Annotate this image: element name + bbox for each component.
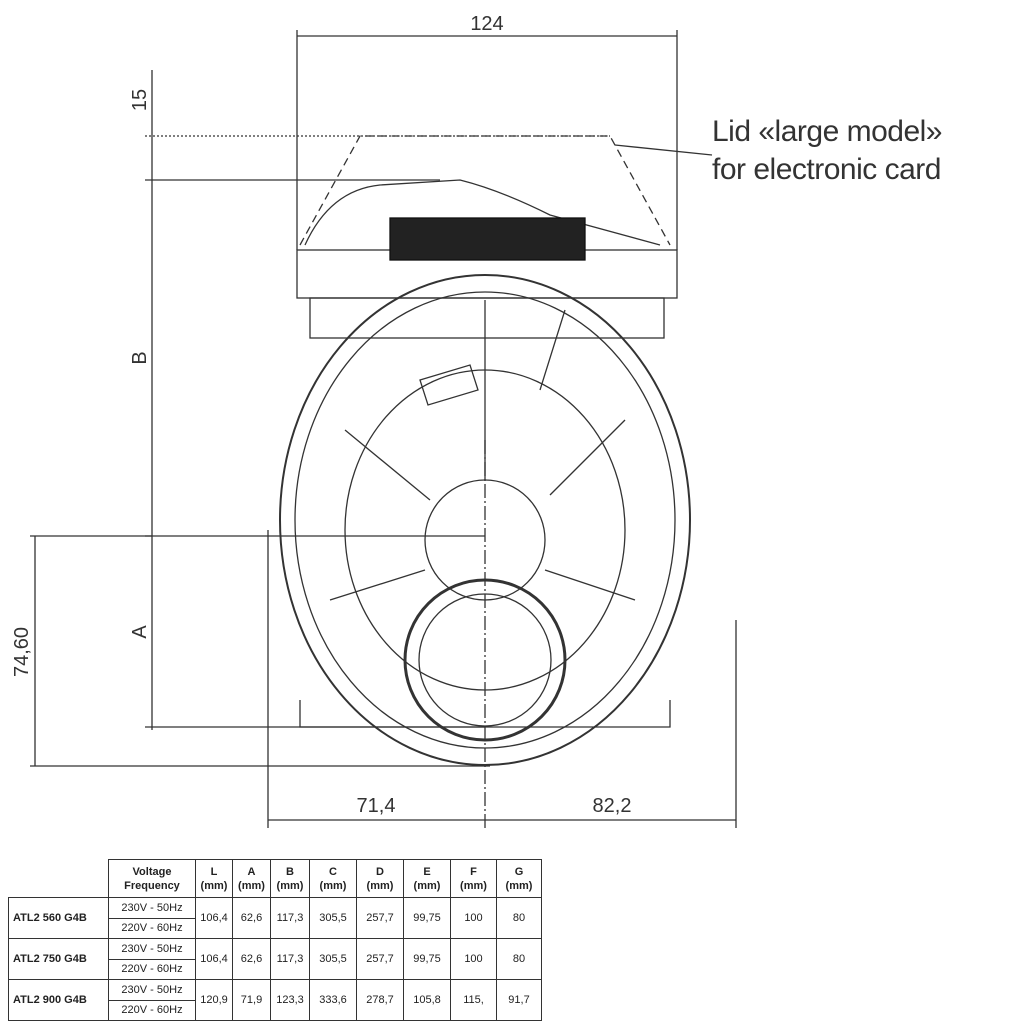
table-row-sub: 220V - 60Hz [9,958,542,980]
header-b: B(mm) [270,859,310,898]
dim-label-b: B [129,351,151,364]
value-cell: 278,7 [356,979,404,1021]
voltage-cell: 230V - 50Hz [108,897,196,919]
header-l: L(mm) [195,859,233,898]
value-cell: 91,7 [496,979,542,1021]
value-cell: 333,6 [309,979,357,1021]
value-cell: 80 [496,897,542,939]
value-cell: 106,4 [195,897,233,939]
value-cell: 80 [496,938,542,980]
dim-label-74-60: 74,60 [11,627,33,677]
voltage-cell: 220V - 60Hz [108,999,196,1021]
value-cell: 120,9 [195,979,233,1021]
value-cell: 71,9 [232,979,271,1021]
model-cell: ATL2 900 G4B [8,979,109,1021]
table-row-sub: 220V - 60Hz [9,999,542,1021]
voltage-cell: 230V - 50Hz [108,938,196,960]
header-g: G(mm) [496,859,542,898]
value-cell: 106,4 [195,938,233,980]
value-cell: 100 [450,897,497,939]
header-d: D(mm) [356,859,404,898]
value-cell: 117,3 [270,938,310,980]
value-cell: 123,3 [270,979,310,1021]
lid-note: Lid «large model» for electronic card [712,113,943,189]
dim-label-71-4: 71,4 [357,795,396,817]
header-e: E(mm) [403,859,451,898]
dim-label-82-2: 82,2 [593,795,632,817]
value-cell: 257,7 [356,938,404,980]
value-cell: 105,8 [403,979,451,1021]
value-cell: 62,6 [232,897,271,939]
value-cell: 100 [450,938,497,980]
value-cell: 305,5 [309,938,357,980]
header-f: F(mm) [450,859,497,898]
value-cell: 305,5 [309,897,357,939]
pump-technical-drawing: 124 15 B A 74,60 71,4 82,2 [11,13,737,828]
value-cell: 257,7 [356,897,404,939]
voltage-cell: 230V - 50Hz [108,979,196,1001]
value-cell: 99,75 [403,938,451,980]
dim-label-a: A [129,625,151,639]
dim-label-124: 124 [470,13,503,35]
model-cell: ATL2 560 G4B [8,897,109,939]
dim-label-15: 15 [129,89,151,111]
voltage-cell: 220V - 60Hz [108,917,196,939]
header-blank [8,859,109,898]
header-c: C(mm) [309,859,357,898]
value-cell: 117,3 [270,897,310,939]
value-cell: 99,75 [403,897,451,939]
voltage-cell: 220V - 60Hz [108,958,196,980]
value-cell: 62,6 [232,938,271,980]
value-cell: 115, [450,979,497,1021]
lid-note-line2: for electronic card [712,153,941,186]
model-cell: ATL2 750 G4B [8,938,109,980]
header-a: A(mm) [232,859,271,898]
lid-note-line1: Lid «large model» [712,115,943,148]
